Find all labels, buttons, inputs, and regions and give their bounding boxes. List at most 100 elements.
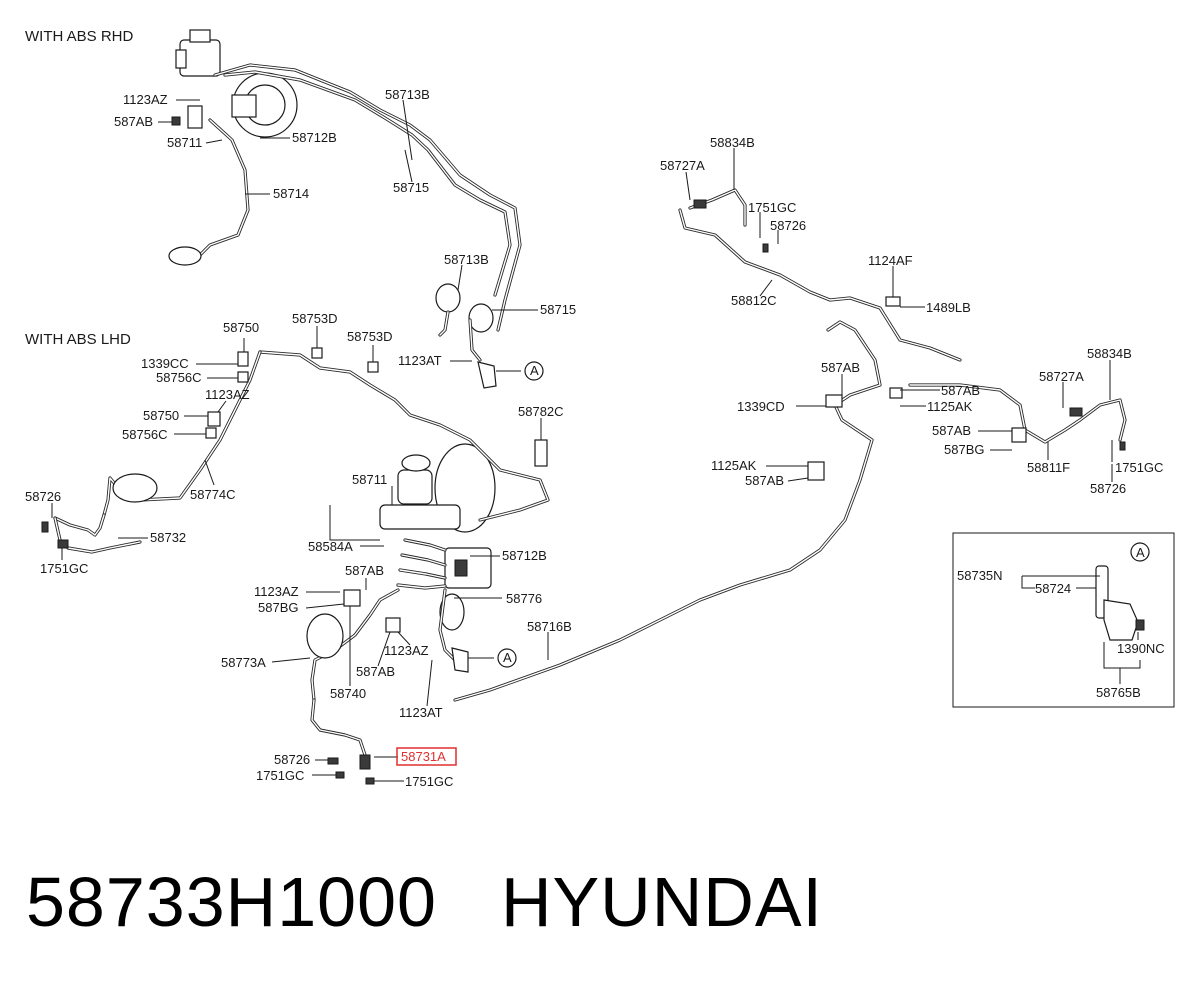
callout-58716b: 58716B — [527, 619, 572, 634]
callout-58727a-rear-left: 58727A — [660, 158, 705, 173]
callout-58782c: 58782C — [518, 404, 564, 419]
callout-1489lb: 1489LB — [926, 300, 971, 315]
rhd-assembly: 1123AZ 587AB 58711 58713B 58712B 58715 5… — [114, 29, 576, 389]
callout-1751gc-lhd: 1751GC — [40, 561, 88, 576]
callout-58753d-right: 58753D — [347, 329, 393, 344]
line-coil-58715 — [468, 303, 494, 333]
callout-58811f: 58811F — [1027, 460, 1070, 475]
callout-58732: 58732 — [150, 530, 186, 545]
callout-1339cd: 1339CD — [737, 399, 785, 414]
callout-1390nc: 1390NC — [1117, 641, 1165, 656]
callout-1123at-lhd: 1123AT — [399, 705, 443, 720]
inset-ref-a-circle — [1130, 542, 1150, 562]
clip-1751gc-front-right — [365, 777, 375, 785]
clip-1751gc-front-left — [335, 771, 345, 779]
callout-587bg-rear: 587BG — [944, 442, 984, 457]
callout-58711-lhd: 58711 — [352, 472, 387, 487]
callout-1751gc-rear-right: 1751GC — [1115, 460, 1163, 475]
inset-bolt-1390nc — [1135, 619, 1145, 631]
line-coil-rhd — [168, 246, 202, 266]
callout-58711-rhd: 58711 — [167, 135, 202, 150]
callout-58713b-rhd-bottom: 58713B — [444, 252, 489, 267]
callout-58756c-upper: 58756C — [156, 370, 202, 385]
bracket-587ab-rear — [889, 387, 903, 399]
callout-58750-upper: 58750 — [223, 320, 259, 335]
callout-58726-rear-right: 58726 — [1090, 481, 1126, 496]
clip-1124af — [885, 296, 901, 307]
callout-58834b-rear-left: 58834B — [710, 135, 755, 150]
callout-587ab-lhd-lower: 587AB — [356, 664, 395, 679]
callout-587ab-rear-top: 587AB — [821, 360, 860, 375]
callout-58727a-rear-right: 58727A — [1039, 369, 1084, 384]
callout-1125ak-lower: 1125AK — [711, 458, 757, 473]
line-coil-58776 — [439, 593, 465, 631]
bracket-rhd — [187, 105, 203, 129]
clip-58753d-left — [311, 347, 323, 359]
hose-fitting-rear-right — [1069, 407, 1083, 417]
callout-1751gc-front-right: 1751GC — [405, 774, 453, 789]
part-number: 58733H1000 — [26, 863, 437, 941]
callout-587ab-rear-lower: 587AB — [745, 473, 784, 488]
hose-end-58731a — [359, 754, 371, 770]
bracket-58750-lower — [207, 411, 221, 427]
callout-58726-front: 58726 — [274, 752, 310, 767]
callout-58714: 58714 — [273, 186, 309, 201]
callout-1751gc-rear-left: 1751GC — [748, 200, 796, 215]
master-cylinder-rhd — [231, 94, 257, 118]
callout-58774c: 58774C — [190, 487, 236, 502]
inset-ref-a-label: A — [1136, 545, 1145, 560]
screw-58726-right — [1119, 441, 1126, 451]
callout-58724: 58724 — [1035, 581, 1071, 596]
bracket-a-rhd — [477, 361, 497, 389]
callout-1751gc-front-left: 1751GC — [256, 768, 304, 783]
line-coil-58713b — [435, 283, 461, 313]
ref-a-circle-lhd — [497, 648, 517, 668]
clip-rhd — [171, 116, 181, 126]
callout-58712b-rhd: 58712B — [292, 130, 337, 145]
abs-connector — [454, 559, 468, 577]
callout-58735n: 58735N — [957, 568, 1003, 583]
part-caption: 58733H1000 HYUNDAI — [26, 862, 823, 942]
ref-a-circle-rhd — [524, 361, 544, 381]
callout-1123az-lhd-upper: 1123AZ — [205, 387, 250, 402]
line-coil-58773a — [306, 613, 344, 659]
callout-1123az-lhd-mid: 1123AZ — [254, 584, 299, 599]
reservoir-lhd — [397, 469, 433, 505]
bracket-587ab-lhd — [343, 589, 361, 607]
modulator-connector — [189, 29, 211, 43]
connector-58782c — [534, 439, 548, 467]
brand-name: HYUNDAI — [500, 863, 823, 941]
callout-587ab-lhd-upper: 587AB — [345, 563, 384, 578]
section-title-lhd: WITH ABS LHD — [25, 331, 131, 348]
master-cylinder-lhd — [379, 504, 461, 530]
screw-58726-top — [762, 243, 769, 253]
lhd-assembly: 58750 58753D 58753D 1339CC 58756C 1123AZ… — [25, 311, 572, 789]
section-title-rhd: WITH ABS RHD — [25, 28, 134, 45]
screw-58726-lhd — [41, 521, 49, 533]
hose-fitting-rear-left — [693, 199, 707, 209]
callout-587ab-rear-mid: 587AB — [941, 383, 980, 398]
callout-58713b-rhd-top: 58713B — [385, 87, 430, 102]
callout-58765b: 58765B — [1096, 685, 1141, 700]
bracket-58740 — [385, 617, 401, 633]
callout-58812c: 58812C — [731, 293, 777, 308]
screw-58726-front — [327, 757, 339, 765]
clip-1751gc-lhd — [57, 539, 69, 549]
callout-58731a-highlighted: 58731A — [401, 749, 446, 764]
callout-1123az-rhd: 1123AZ — [123, 92, 168, 107]
bracket-1125ak-lower — [807, 461, 825, 481]
rear-assembly: 58834B 58727A 1751GC 58726 58812C 1124AF… — [453, 135, 1163, 702]
modulator-port — [175, 49, 187, 69]
callout-1124af: 1124AF — [868, 253, 913, 268]
clip-58756c-upper — [237, 371, 249, 383]
callout-58584a: 58584A — [308, 539, 353, 554]
callout-587ab-rear-right: 587AB — [932, 423, 971, 438]
highlight-box-58731a — [396, 747, 457, 766]
bracket-a-lhd — [451, 647, 469, 673]
callout-58834b-rear-right: 58834B — [1087, 346, 1132, 361]
bracket-58750-upper — [237, 351, 249, 367]
callout-1123at-rhd: 1123AT — [398, 353, 442, 368]
callout-58773a: 58773A — [221, 655, 266, 670]
callout-587bg-lhd: 587BG — [258, 600, 298, 615]
